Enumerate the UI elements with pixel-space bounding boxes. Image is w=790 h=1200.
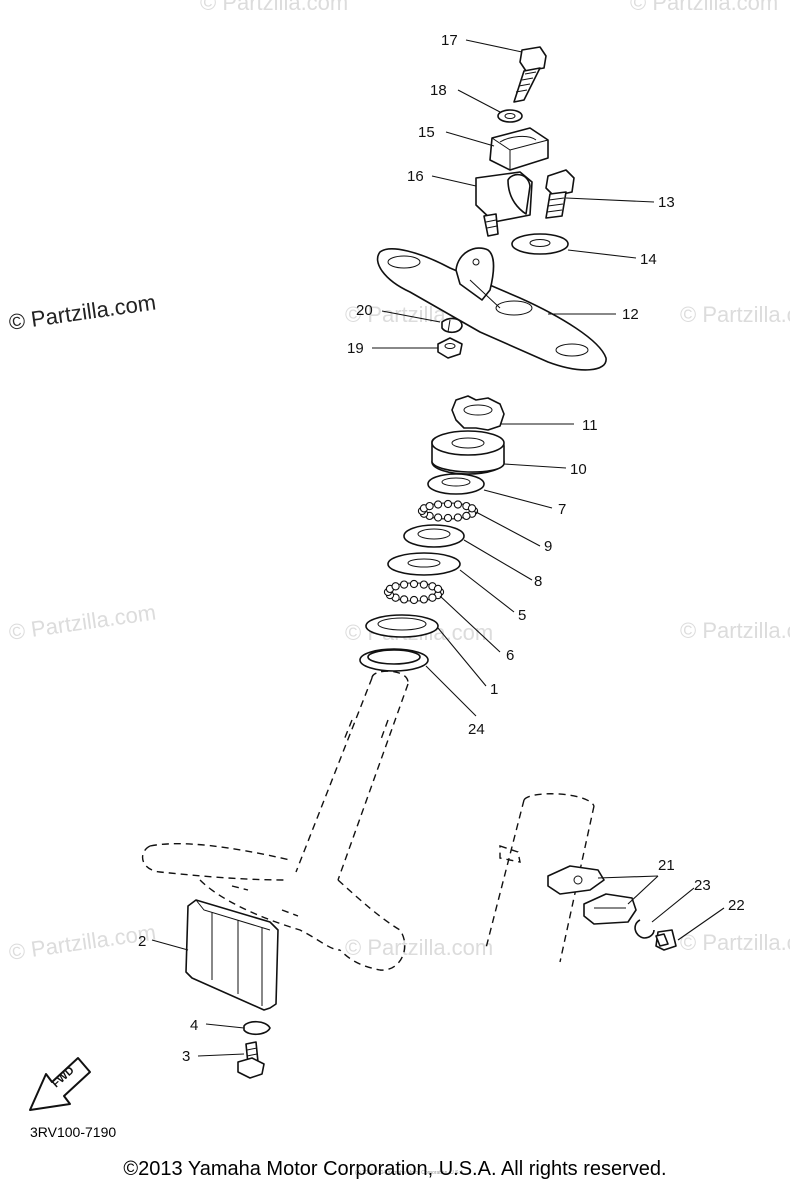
callout-14: 14: [640, 251, 657, 268]
part-9-ball-bearings: [417, 499, 479, 523]
watermark-text: © Partzilla.com: [7, 920, 157, 965]
part-14-washer: [511, 233, 569, 255]
part-16-holder-lower: [475, 171, 533, 237]
part-2-guard: [185, 899, 279, 1011]
bearing-ball: [425, 501, 434, 511]
bearing-ball: [467, 504, 477, 513]
callout-9: 9: [544, 538, 552, 555]
part-3-bolt: [237, 1041, 265, 1079]
watermark-text: © Partzilla.com: [680, 302, 790, 327]
bearing-ball: [453, 513, 463, 522]
callout-12: 12: [622, 306, 639, 323]
bearing-ball: [428, 593, 437, 602]
part-15-holder-upper: [489, 127, 549, 171]
bearing-ball: [391, 582, 400, 591]
callout-1: 1: [490, 681, 498, 698]
bearing-ball: [409, 595, 419, 605]
callout-24: 24: [468, 721, 485, 738]
callout-10: 10: [570, 461, 587, 478]
callout-4: 4: [190, 1017, 198, 1034]
part-12-upper-bracket: [376, 247, 607, 371]
part-10-cover: [431, 430, 505, 475]
part-1-race: [365, 614, 439, 638]
callout-19: 19: [347, 340, 364, 357]
bearing-ball: [462, 511, 471, 521]
steering-stem: [141, 670, 409, 971]
part-6-ball-bearings: [383, 579, 445, 605]
copyright-notice: ©2013 Yamaha Motor Corporation, U.S.A. A…: [123, 1158, 667, 1180]
leader-lines: [151, 39, 725, 1057]
watermark-text: © Partzilla.com: [680, 930, 790, 955]
fwd-arrow-icon: FWD: [29, 1057, 91, 1111]
watermark-text: © Partzilla.com: [345, 935, 493, 960]
callout-18: 18: [430, 82, 447, 99]
small-print: (c) 2006-2014 Yamaha Motor Corporation, …: [355, 1170, 465, 1176]
bearing-ball: [443, 499, 453, 509]
part-18-washer: [497, 109, 523, 123]
part-8-race: [403, 524, 465, 548]
diagram-code: 3RV100-7190: [30, 1124, 117, 1140]
callout-22: 22: [728, 897, 745, 914]
callout-7: 7: [558, 501, 566, 518]
callout-21: 21: [658, 857, 675, 874]
bearing-ball: [399, 595, 409, 604]
watermarks: © Partzilla.com © Partzilla.com © Partzi…: [7, 0, 790, 965]
callout-6: 6: [506, 647, 514, 664]
callout-labels: 17 18 15 16 13 14 12 20 19 11 10 7 9 8 5…: [138, 32, 745, 1065]
bearing-ball: [433, 513, 443, 522]
watermark-text: © Partzilla.com: [200, 0, 348, 15]
fork-tube: [485, 793, 595, 963]
bearing-ball: [443, 513, 453, 523]
bearing-ball: [419, 595, 429, 604]
bearing-ball: [433, 500, 443, 509]
bearing-ball: [453, 500, 463, 509]
callout-15: 15: [418, 124, 435, 141]
part-19-nut: [437, 337, 463, 359]
part-24-seal: [359, 648, 429, 672]
part-22-bolt: [655, 929, 677, 951]
part-13-bolt: [545, 169, 575, 219]
bearing-ball: [399, 580, 409, 589]
part-17-bolt: [513, 46, 547, 103]
bearing-ball: [409, 579, 419, 589]
watermark-dark: © Partzilla.com: [7, 290, 157, 335]
callout-13: 13: [658, 194, 675, 211]
watermark-text: © Partzilla.com: [7, 600, 157, 645]
watermark-text: © Partzilla.com: [630, 0, 778, 15]
part-23-circlip: [634, 919, 655, 939]
callout-16: 16: [407, 168, 424, 185]
part-5-race: [387, 552, 461, 576]
part-20-lock-washer: [441, 317, 463, 334]
part-11-ring-nut: [451, 395, 505, 431]
bearing-ball: [419, 580, 429, 589]
callout-5: 5: [518, 607, 526, 624]
part-4-washer: [243, 1020, 271, 1036]
bearing-ball: [433, 584, 443, 594]
part-7-race: [427, 473, 485, 495]
callout-3: 3: [182, 1048, 190, 1065]
part-21-clamp: [547, 865, 637, 925]
callout-2: 2: [138, 933, 146, 950]
callout-23: 23: [694, 877, 711, 894]
callout-17: 17: [441, 32, 458, 49]
callout-11: 11: [582, 417, 598, 434]
callout-20: 20: [356, 302, 373, 319]
callout-8: 8: [534, 573, 542, 590]
watermark-text: © Partzilla.com: [680, 618, 790, 643]
